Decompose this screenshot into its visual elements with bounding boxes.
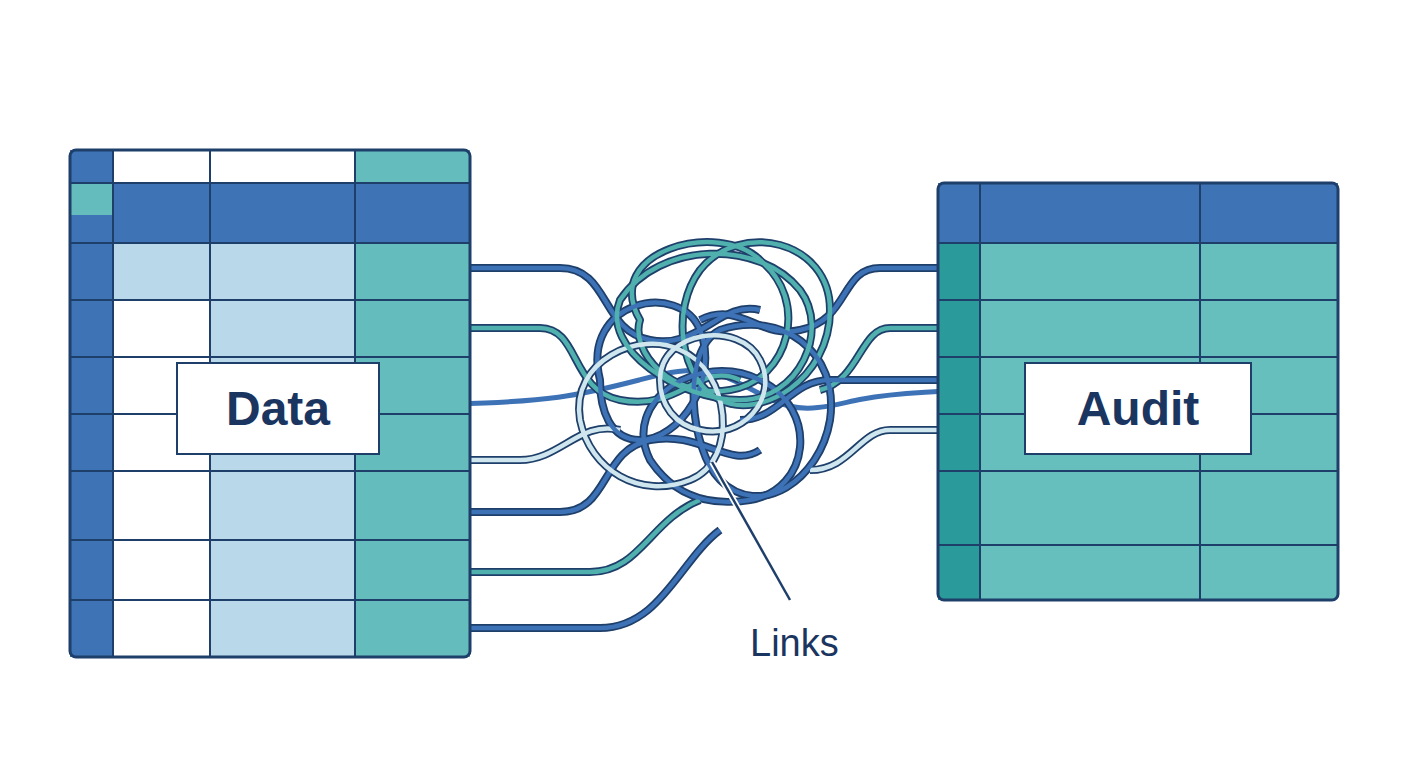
leader-line [712, 462, 790, 600]
table-box: Data [70, 150, 470, 657]
data-table [70, 150, 470, 657]
leader-line-halo [712, 462, 790, 600]
callout-label: Links [750, 622, 839, 665]
tangle-lines [470, 242, 938, 628]
tangle-outline [470, 242, 938, 628]
audit-table [938, 183, 1338, 600]
table-title: Audit [1024, 362, 1252, 455]
table-title: Data [176, 362, 380, 455]
table-box: Audit [938, 183, 1338, 600]
link-line [470, 371, 938, 409]
